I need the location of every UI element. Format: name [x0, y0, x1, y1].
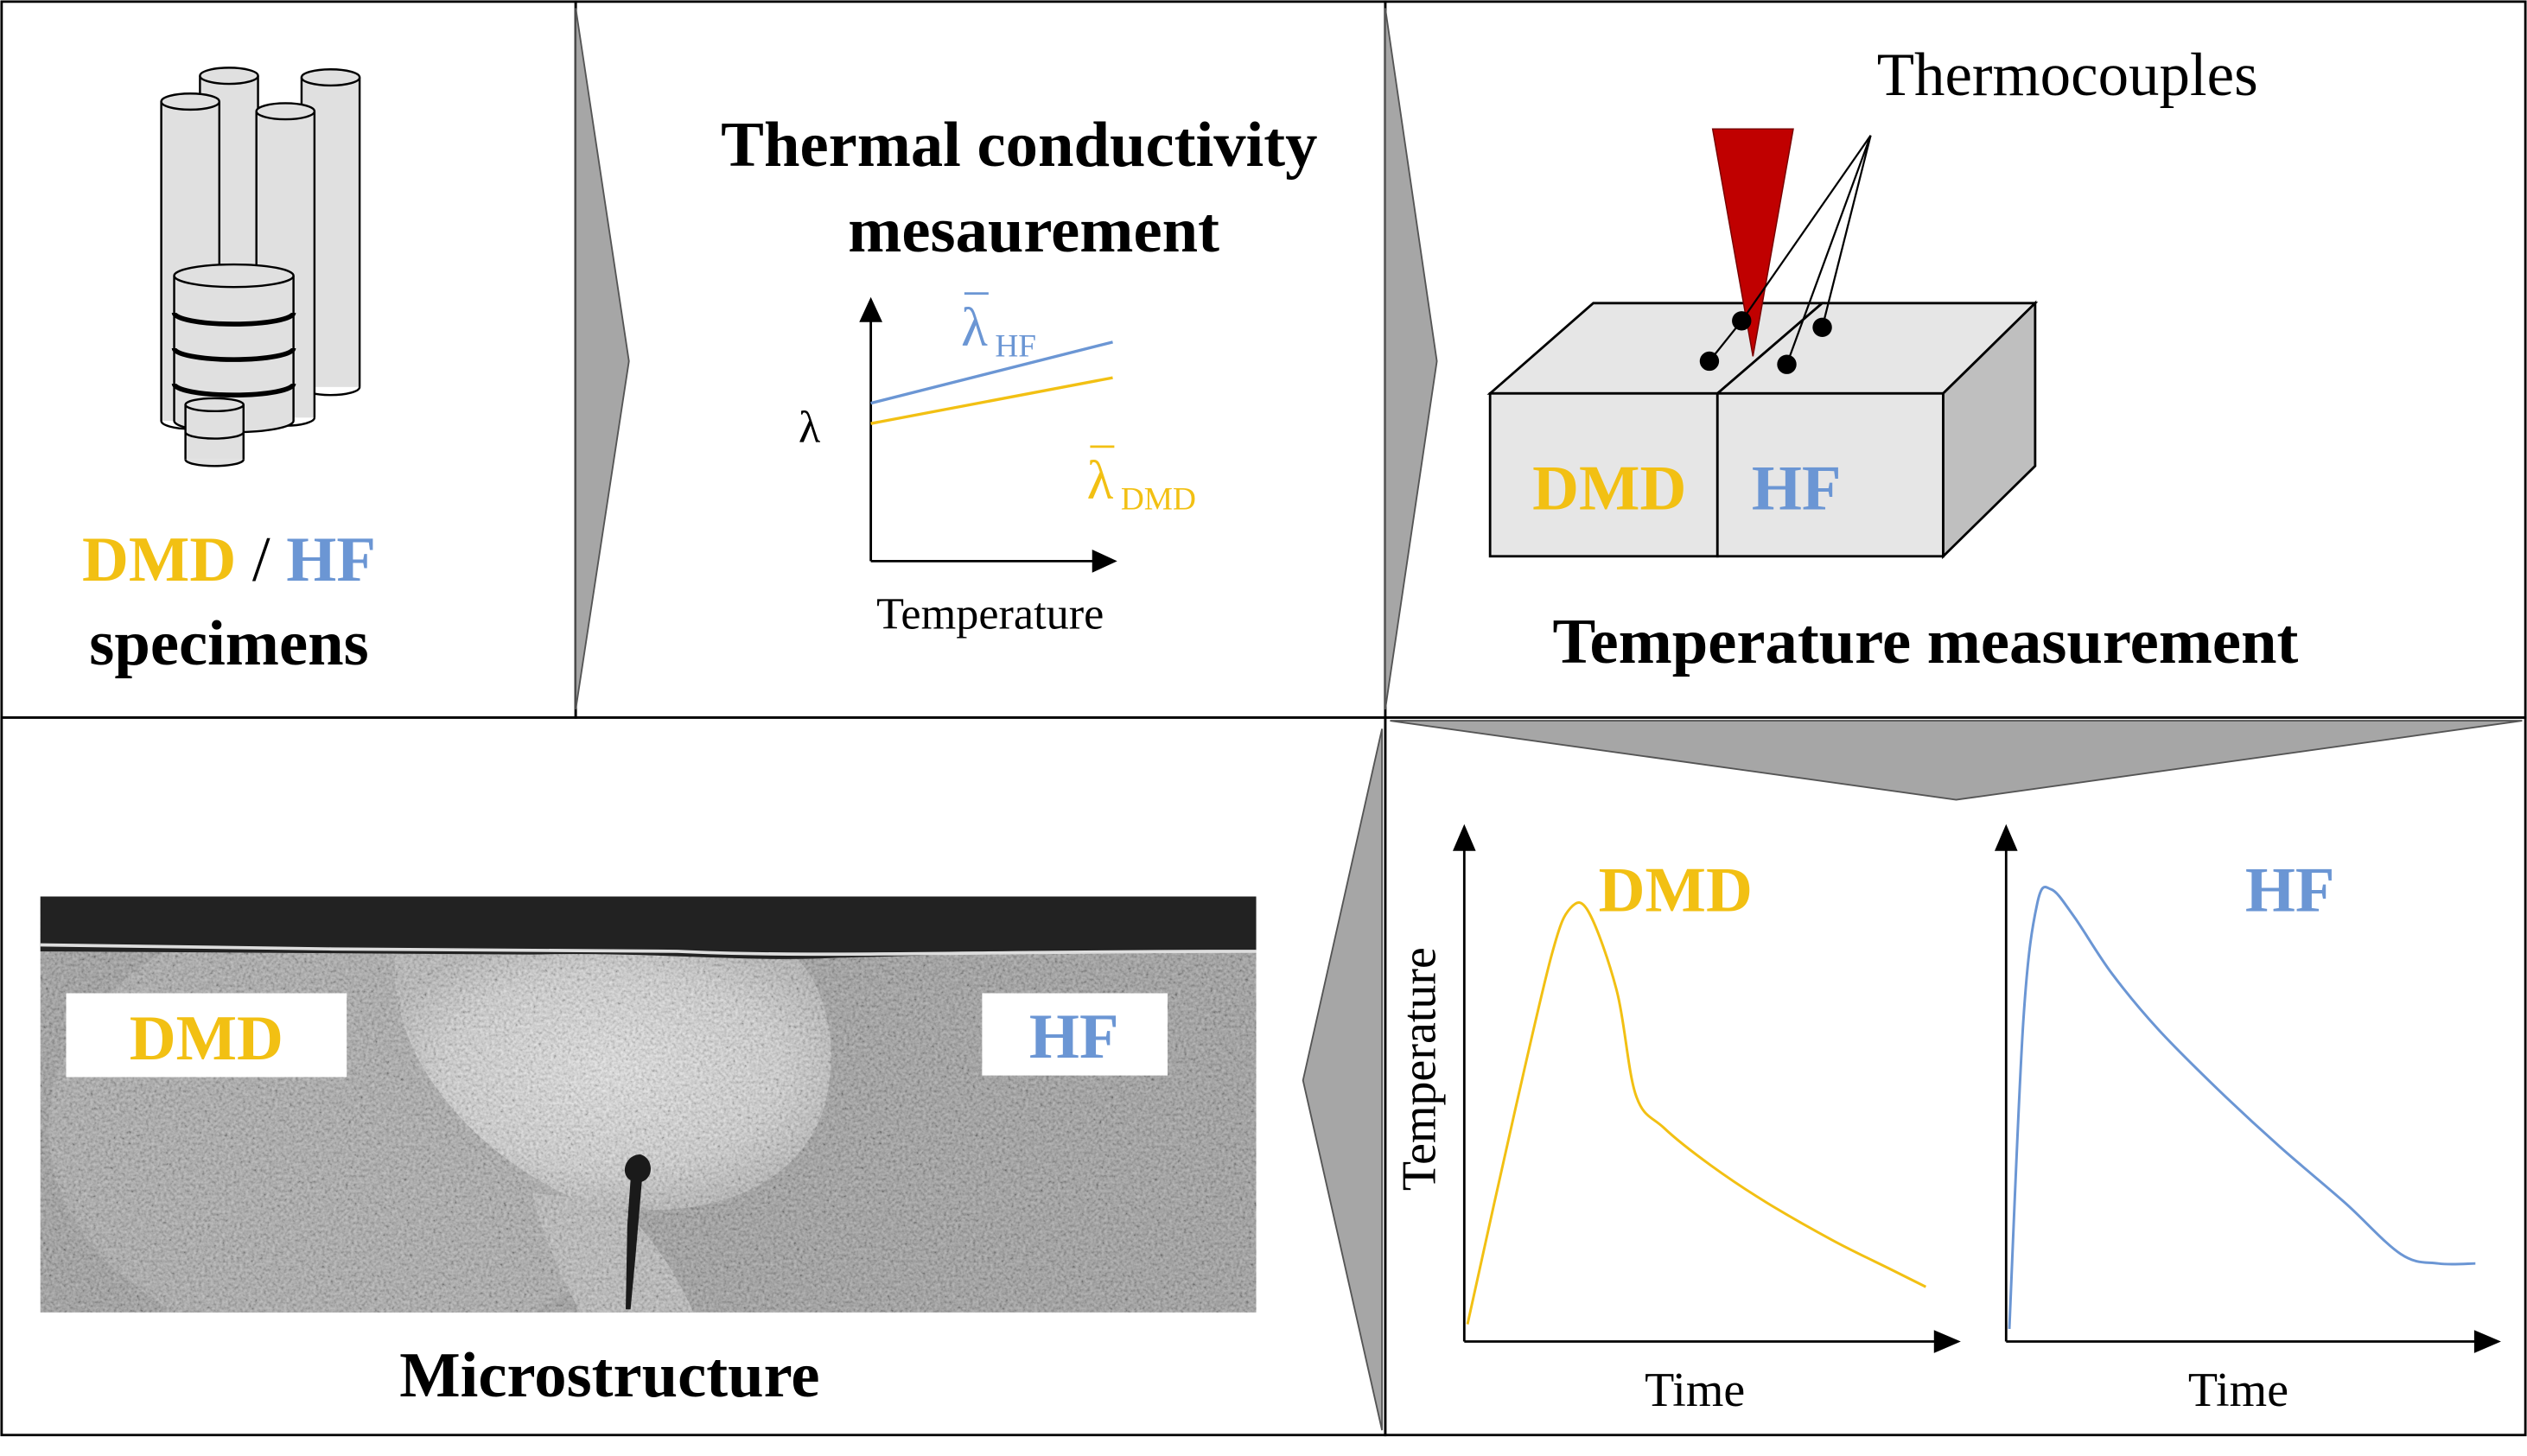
sliced-cylinder: [171, 263, 296, 434]
block-side: [1942, 300, 2037, 560]
conductivity-line-hf: [870, 340, 1113, 405]
micrograph-label-dmd: DMD: [130, 1002, 283, 1074]
label-hf: HF: [286, 524, 376, 595]
arrow-5-to-4-icon: [1302, 728, 1384, 1431]
conductivity-lines: [870, 340, 1113, 425]
crack-defect: [624, 1154, 651, 1310]
specimen-block: [1486, 300, 2039, 560]
chart-dmd-axes: [1452, 823, 1961, 1353]
panel-temperature-curves: DMD Temperature Time HF Time: [1393, 823, 2501, 1417]
micrograph-label-hf: HF: [1029, 1001, 1119, 1072]
chart-hf-title: HF: [2245, 854, 2335, 925]
micrograph-hf-tag: [982, 993, 1168, 1076]
conductivity-x-label: Temperature: [876, 589, 1104, 639]
block-label-hf: HF: [1752, 453, 1842, 525]
legend-lambda-hf: λ HF: [961, 292, 1036, 364]
chart-dmd: DMD Temperature Time: [1393, 823, 1961, 1417]
conductivity-axes: [859, 296, 1117, 573]
chart-dmd-series-line: [1466, 901, 1927, 1325]
chart-dmd-x-label: Time: [1645, 1364, 1745, 1417]
thermocouple-point-icon: [1732, 311, 1752, 331]
arrow-3-to-5-icon: [1390, 720, 2523, 801]
chart-hf: HF Time: [1994, 823, 2501, 1417]
micrograph-dmd-tag: [66, 993, 347, 1078]
arrow-1-to-2-icon: [575, 8, 630, 710]
specimens-label: specimens: [89, 607, 368, 679]
lambda-dmd-symbol: λ: [1087, 449, 1114, 511]
micrograph-image: [40, 896, 1257, 1313]
thermocouple-point-icon: [1699, 351, 1720, 372]
panel2-title-line1: Thermal conductivity: [721, 109, 1317, 181]
chart-dmd-y-label: Temperature: [1393, 947, 1447, 1191]
label-dmd: DMD: [82, 524, 236, 595]
small-cylinder: [184, 397, 245, 467]
conductivity-y-label: λ: [799, 402, 821, 452]
panel-thermal-conductivity: Thermal conductivity mesaurement λ Tempe…: [721, 109, 1317, 639]
legend-lambda-dmd: λ DMD: [1087, 445, 1196, 518]
conductivity-line-dmd: [870, 376, 1113, 425]
arrow-2-to-3-icon: [1384, 8, 1438, 710]
block-label-dmd: DMD: [1532, 453, 1686, 525]
chart-hf-series-line: [2008, 886, 2476, 1330]
lambda-dmd-subscript: DMD: [1121, 482, 1196, 518]
laser-beam-icon: [1711, 128, 1794, 357]
chart-hf-x-label: Time: [2188, 1364, 2288, 1417]
panel2-title-line2: mesaurement: [848, 194, 1219, 266]
panel-specimens: DMD / HF specimens: [82, 67, 376, 679]
thermocouple-points: [1699, 311, 1832, 374]
thermocouples-label: Thermocouples: [1877, 41, 2258, 109]
thermocouple-point-icon: [1812, 317, 1832, 337]
panel-temperature-measurement: Thermocouples DMD HF Temperature measure…: [1486, 41, 2299, 677]
flow-arrows: [575, 8, 2523, 1431]
thermocouple-point-icon: [1777, 354, 1797, 374]
temperature-measurement-caption: Temperature measurement: [1553, 606, 2299, 677]
specimen-cylinders-icon: [160, 67, 361, 467]
block-front-dmd: [1488, 391, 1719, 558]
microstructure-caption: Microstructure: [399, 1339, 819, 1411]
block-front-hf: [1715, 391, 1945, 558]
specimens-material-label: DMD / HF: [82, 524, 376, 595]
label-separator: /: [236, 524, 286, 595]
panel-microstructure: DMD HF Microstructure: [40, 896, 1257, 1411]
lambda-hf-symbol: λ: [961, 296, 988, 357]
chart-dmd-title: DMD: [1599, 854, 1753, 925]
chart-hf-axes: [1994, 823, 2501, 1353]
lambda-hf-subscript: HF: [995, 328, 1036, 364]
